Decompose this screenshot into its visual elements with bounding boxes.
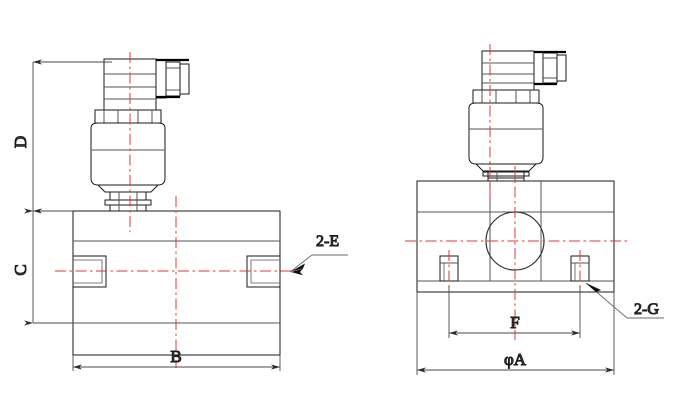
centerlines-left <box>55 52 300 368</box>
dimension-label-phi-a: φA <box>504 350 527 369</box>
callout-label-2g: 2-G <box>634 301 659 318</box>
dimension-phi-a <box>416 292 615 375</box>
dimension-c <box>24 208 73 326</box>
dimension-label-c: C <box>11 264 30 275</box>
connector-housing-left <box>103 58 190 111</box>
dimension-d <box>24 59 112 214</box>
connector-housing-right <box>481 50 567 91</box>
callout-leader-g <box>585 282 664 319</box>
dimension-label-f: F <box>510 313 519 332</box>
dimension-label-d: D <box>11 136 30 148</box>
dimension-b <box>72 355 281 371</box>
dimension-f <box>448 286 581 338</box>
neck-union-nut-right <box>482 170 530 182</box>
callout-leader-e <box>290 254 348 272</box>
right-view-group: F φA 2-G <box>405 44 664 375</box>
neck-union-nut-left <box>104 191 152 212</box>
centerlines-right <box>405 44 628 340</box>
callout-label-2e: 2-E <box>316 233 339 250</box>
left-view-group: D C B 2-E <box>11 52 348 371</box>
dimension-label-b: B <box>170 347 181 366</box>
transmitter-head-right <box>468 89 544 172</box>
transmitter-head-left <box>90 109 166 193</box>
